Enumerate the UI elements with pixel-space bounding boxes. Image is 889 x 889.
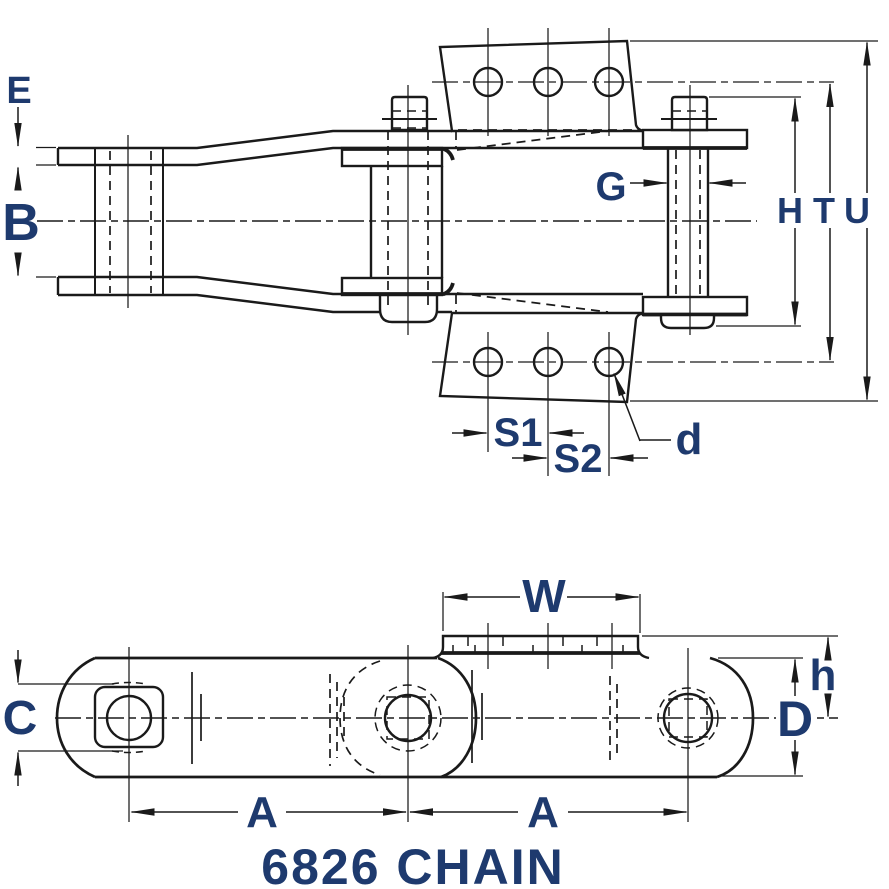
side-right-pin <box>609 676 719 764</box>
label-t: T <box>813 190 835 231</box>
label-w: W <box>522 570 566 622</box>
label-e: E <box>6 70 31 112</box>
side-centerlines <box>55 645 838 822</box>
label-c: C <box>3 692 38 745</box>
side-flange-plate <box>432 623 650 669</box>
dimension-a-a: A A <box>130 788 688 837</box>
label-h-small: h <box>810 651 837 700</box>
dimension-h-small: h <box>642 635 838 718</box>
label-a-right: A <box>527 788 559 837</box>
label-b: B <box>2 194 40 252</box>
label-u: U <box>844 190 870 231</box>
attachment-bracket-top <box>438 39 647 133</box>
bracket-hole-centerlines <box>432 28 834 476</box>
hidden-edges <box>455 129 636 314</box>
dimension-d-big: D <box>718 657 814 777</box>
dimension-e-b: E B <box>2 70 56 278</box>
dimension-d-leader: d <box>613 372 703 464</box>
label-d-backing <box>776 697 814 739</box>
label-s1: S1 <box>494 411 543 455</box>
dimension-w: W <box>442 570 641 633</box>
right-pin-assembly <box>641 85 749 335</box>
label-s2: S2 <box>554 437 603 481</box>
attachment-bracket-bottom <box>438 311 647 404</box>
side-view: C W h D A <box>3 570 838 837</box>
label-g: G <box>595 165 626 209</box>
dimension-g: G <box>595 165 746 209</box>
bracket-holes <box>472 66 625 378</box>
dimension-s1-s2: S1 S2 <box>452 411 648 481</box>
dimension-h-t-u: H T U <box>630 40 878 402</box>
label-h: H <box>777 190 803 231</box>
drawing-title: 6826 CHAIN <box>261 839 564 889</box>
label-d: d <box>676 415 703 464</box>
label-a-left: A <box>246 788 278 837</box>
top-view: E B G H T U S1 <box>2 28 878 481</box>
label-d-big: D <box>777 691 813 747</box>
dimension-c: C <box>3 650 123 786</box>
center-pin-assembly <box>340 85 455 335</box>
